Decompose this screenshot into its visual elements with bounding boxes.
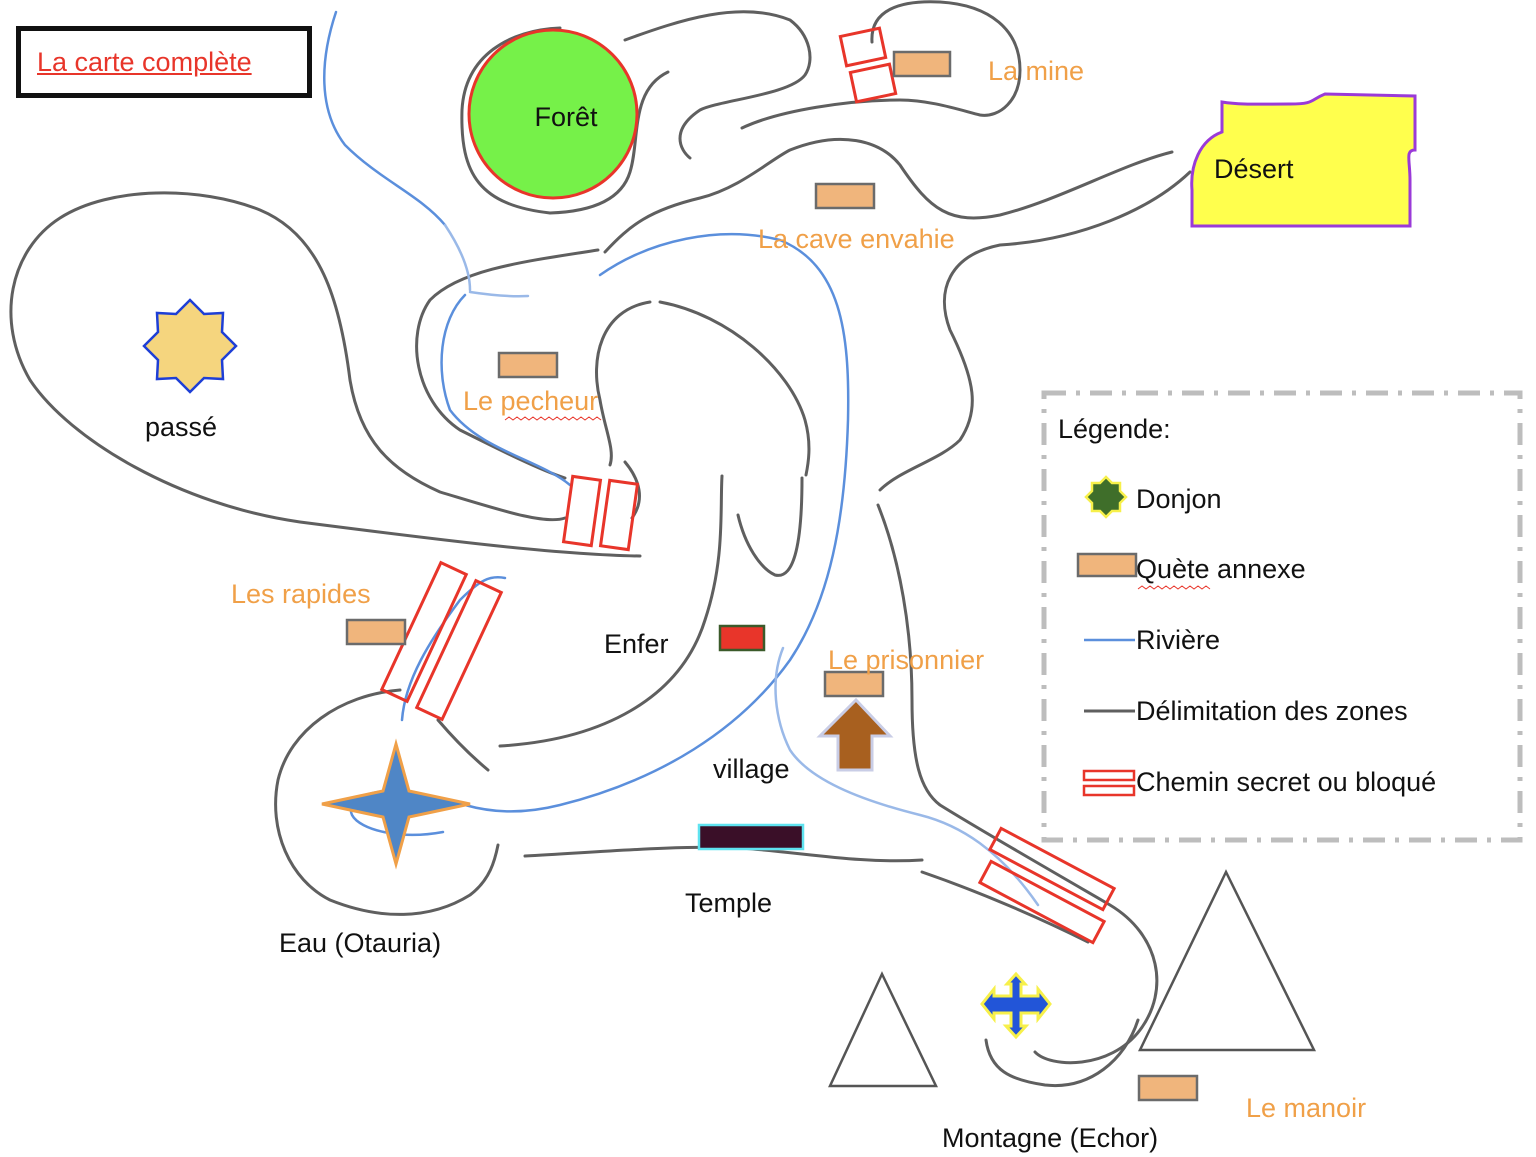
blocked-path-rapides-2 [414, 578, 504, 722]
label-foret: Forêt [534, 102, 598, 132]
eau-dungeon-icon[interactable] [321, 738, 471, 870]
blocked-path-rapides-1 [379, 560, 469, 704]
legend-label-dungeon: Donjon [1136, 484, 1222, 514]
river-north [323, 10, 447, 227]
legend: Légende: Donjon Quète annexe Rivière Dél… [1041, 390, 1523, 843]
label-montagne: Montagne (Echor) [942, 1123, 1158, 1153]
blocked-path-pecheur-2 [598, 478, 640, 552]
label-temple: Temple [685, 888, 772, 918]
quest-marker-prisonnier[interactable] [823, 670, 885, 698]
map-title-box: La carte complète [16, 26, 312, 98]
zone-border-enfer [498, 474, 724, 748]
zone-border-hook [736, 476, 804, 577]
mountain-right-icon [1138, 869, 1317, 1052]
zone-border-east [878, 170, 1192, 492]
blocked-path-village-1 [987, 826, 1117, 912]
zone-border-eau-ring [274, 688, 500, 916]
legend-label-river: Rivière [1136, 625, 1220, 655]
zone-border-passe [9, 191, 642, 558]
label-quest-pecheur: Le pecheur [463, 386, 598, 416]
temple-marker[interactable] [697, 823, 805, 851]
enfer-marker[interactable] [718, 624, 766, 652]
legend-label-zone-border: Délimitation des zones [1136, 696, 1408, 726]
spellcheck-underline-pecheur [504, 416, 602, 421]
quest-marker-pecheur[interactable] [497, 351, 559, 379]
secret-path-icon [1082, 769, 1136, 797]
zone-border-foret [623, 10, 812, 160]
zone-border-temple-road-2 [920, 870, 1090, 944]
passe-dungeon-icon[interactable] [142, 298, 238, 394]
village-arrow-icon[interactable] [816, 697, 894, 772]
label-desert: Désert [1214, 154, 1294, 184]
blocked-path-mine-2 [848, 62, 898, 104]
quest-marker-rapides[interactable] [345, 618, 407, 646]
label-passe: passé [145, 412, 217, 442]
blocked-path-mine-1 [838, 26, 888, 68]
legend-label-quest: Quète annexe [1136, 554, 1306, 584]
river-rapids [400, 576, 507, 722]
legend-frame [1041, 390, 1523, 843]
spellcheck-underline-quete [1137, 585, 1211, 590]
quest-markers [345, 50, 1199, 1102]
label-eau: Eau (Otauria) [279, 928, 441, 958]
river-loop [463, 233, 850, 813]
quest-icon [1076, 552, 1138, 578]
mountain-left-icon [828, 971, 938, 1088]
label-quest-manoir: Le manoir [1246, 1093, 1366, 1123]
label-enfer: Enfer [604, 629, 669, 659]
quest-marker-mine[interactable] [892, 50, 952, 78]
zone-borders [9, 0, 1192, 1088]
zone-border-cave [603, 137, 1174, 254]
legend-title: Légende: [1058, 414, 1171, 444]
label-quest-prisonnier: Le prisonnier [828, 645, 984, 675]
zone-border-enfer-inner [595, 300, 652, 467]
quest-marker-manoir[interactable] [1137, 1074, 1199, 1102]
legend-label-secret-path: Chemin secret ou bloqué [1136, 767, 1436, 797]
forest-zone[interactable] [467, 28, 639, 200]
river-north-joint [468, 290, 530, 298]
desert-zone[interactable] [1190, 92, 1417, 228]
label-quest-rapides: Les rapides [231, 579, 371, 609]
river-north-branch [443, 223, 472, 292]
zone-border-eau [436, 718, 490, 772]
zone-border-village-east [876, 503, 1159, 1065]
montagne-dungeon-icon[interactable] [980, 971, 1052, 1040]
river-main [440, 293, 572, 487]
river-village [774, 646, 1040, 907]
zone-border-montagne [984, 1018, 1140, 1088]
zone-border-enfer-north [658, 300, 811, 477]
zone-border-central-loop [415, 248, 600, 480]
blocked-paths [379, 26, 1117, 945]
label-quest-cave: La cave envahie [758, 224, 955, 254]
zone-border-river-bank [623, 460, 641, 520]
blocked-path-village-2 [977, 859, 1107, 945]
rivers [323, 10, 1040, 907]
blocked-path-pecheur-1 [561, 474, 603, 548]
dungeon-icon [1084, 475, 1128, 519]
quest-marker-cave[interactable] [814, 182, 876, 210]
label-village: village [713, 754, 790, 784]
zone-border-foret-ring [460, 26, 670, 215]
map-title[interactable]: La carte complète [37, 47, 252, 77]
label-quest-mine: La mine [988, 56, 1084, 86]
